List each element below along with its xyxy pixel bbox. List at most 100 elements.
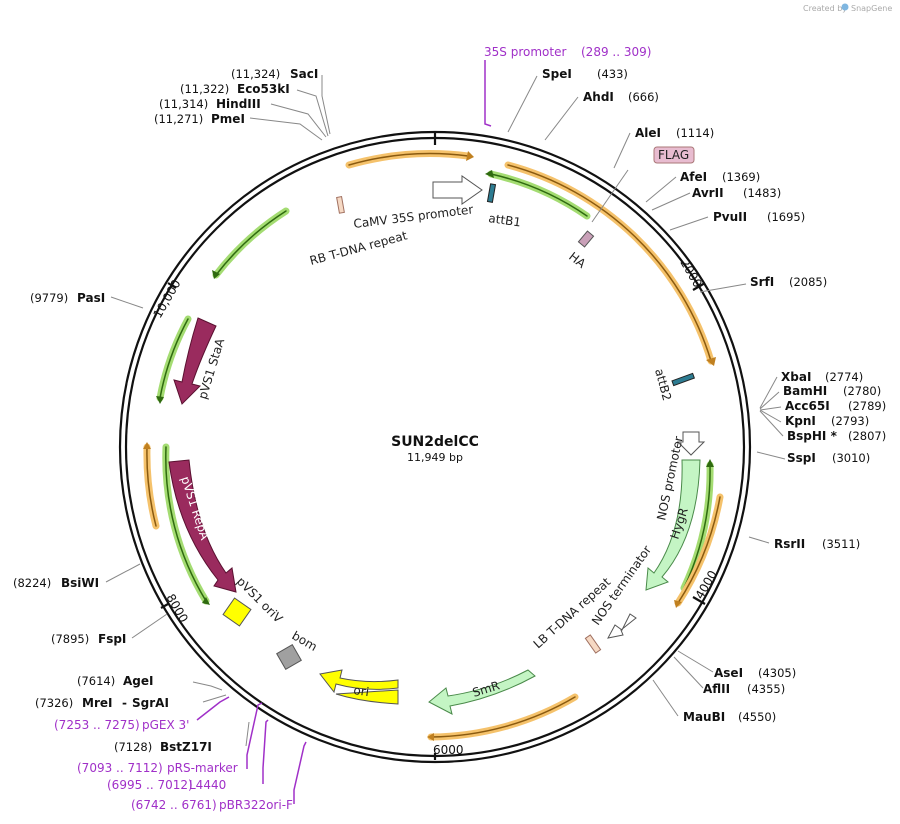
site-ahdi-pos: (666) — [628, 90, 659, 104]
primer-pbr322ori-name[interactable]: pBR322ori-F — [219, 798, 293, 812]
plasmid-size: 11,949 bp — [407, 451, 463, 464]
site-mrei-pos: (7326) — [35, 696, 73, 710]
site-xbai-name[interactable]: XbaI — [781, 370, 811, 384]
site-kpni-name[interactable]: KpnI — [785, 414, 816, 428]
site-pasi-pos: (9779) — [30, 291, 68, 305]
site-spei-pos: (433) — [597, 67, 628, 81]
site-agei-pos: (7614) — [77, 674, 115, 688]
credit-prefix: Created by — [803, 4, 847, 13]
tick-4000 — [692, 596, 706, 605]
ha-tag-marker[interactable] — [577, 230, 595, 248]
site-sgrai-name[interactable]: SgrAI — [132, 696, 169, 710]
site-afei-pos: (1369) — [722, 170, 760, 184]
site-bsiwi-pos: (8224) — [13, 576, 51, 590]
site-ahdi-name[interactable]: AhdI — [583, 90, 614, 104]
site-pvuii-name[interactable]: PvuII — [713, 210, 747, 224]
site-bstz17i-name[interactable]: BstZ17I — [160, 740, 212, 754]
site-avrii-name[interactable]: AvrII — [692, 186, 724, 200]
site-bamhi-pos: (2780) — [843, 384, 881, 398]
site-hindiii-name[interactable]: HindIII — [216, 97, 261, 111]
primer-l4440-name[interactable]: L4440 — [189, 778, 226, 792]
primer-pgex3-range: (7253 .. 7275) — [54, 718, 140, 732]
camv-35s-promoter-arrow[interactable] — [432, 175, 483, 205]
bom-marker[interactable] — [276, 644, 302, 670]
site-avrii-pos: (1483) — [743, 186, 781, 200]
site-alei-name[interactable]: AleI — [635, 126, 661, 140]
ha-label: HA — [566, 249, 589, 271]
primer-35s-range: (289 .. 309) — [581, 45, 651, 59]
primer-l4440-range: (6995 .. 7012) — [107, 778, 193, 792]
site-saci-pos: (11,324) — [231, 67, 280, 81]
site-asei-pos: (4305) — [758, 666, 796, 680]
flag-label: FLAG — [658, 148, 689, 162]
attb2-marker[interactable] — [671, 372, 696, 387]
lb-tdna-marker[interactable] — [584, 634, 602, 654]
camv-label: CaMV 35S promoter — [353, 202, 474, 231]
site-leader-lines — [105, 75, 786, 747]
ruler-ticks — [160, 132, 706, 760]
site-bsphi-pos: (2807) — [848, 429, 886, 443]
rb-label: RB T-DNA repeat — [308, 228, 409, 268]
hygr-arrow[interactable] — [645, 459, 701, 591]
site-labels: (11,324) SacI (11,322) Eco53kI (11,314) … — [13, 67, 886, 754]
site-hindiii-pos: (11,314) — [159, 97, 208, 111]
site-aflii-name[interactable]: AflII — [703, 682, 730, 696]
site-srfi-name[interactable]: SrfI — [750, 275, 774, 289]
snapgene-credit: Created by SnapGene — [803, 3, 892, 13]
site-rsrii-name[interactable]: RsrII — [774, 537, 805, 551]
site-pmei-name[interactable]: PmeI — [211, 112, 245, 126]
site-mrei-sgrai-dash: - — [122, 696, 127, 710]
site-maubi-pos: (4550) — [738, 710, 776, 724]
attb2-label: attB2 — [652, 367, 674, 402]
site-spei-name[interactable]: SpeI — [542, 67, 572, 81]
rb-tdna-marker[interactable] — [336, 196, 345, 214]
ori-label: ori — [353, 683, 370, 699]
site-maubi-name[interactable]: MauBI — [683, 710, 725, 724]
tick-2000 — [692, 282, 706, 291]
pvs1-repa-arrow[interactable] — [168, 459, 237, 593]
site-pasi-name[interactable]: PasI — [77, 291, 105, 305]
site-mrei-name[interactable]: MreI — [82, 696, 112, 710]
site-sspi-pos: (3010) — [832, 451, 870, 465]
site-acc65i-name[interactable]: Acc65I — [785, 399, 830, 413]
smr-arrow[interactable] — [428, 669, 536, 715]
nos-promoter-arrow[interactable] — [676, 431, 706, 456]
attb1-label: attB1 — [488, 211, 522, 229]
site-afei-name[interactable]: AfeI — [680, 170, 707, 184]
site-pvuii-pos: (1695) — [767, 210, 805, 224]
site-rsrii-pos: (3511) — [822, 537, 860, 551]
site-acc65i-pos: (2789) — [848, 399, 886, 413]
site-xbai-pos: (2774) — [825, 370, 863, 384]
site-bsphi-name[interactable]: BspHI * — [787, 429, 838, 443]
site-eco53ki-pos: (11,322) — [180, 82, 229, 96]
tick-label-8000: 8000 — [163, 592, 190, 625]
site-eco53ki-name[interactable]: Eco53kI — [237, 82, 290, 96]
nos-terminator-arrow[interactable] — [607, 613, 637, 639]
site-asei-name[interactable]: AseI — [714, 666, 743, 680]
tick-label-6000: 6000 — [433, 743, 464, 757]
primer-prs-marker-name[interactable]: pRS-marker — [167, 761, 238, 775]
site-alei-pos: (1114) — [676, 126, 714, 140]
primer-prs-marker-range: (7093 .. 7112) — [77, 761, 163, 775]
site-pmei-pos: (11,271) — [154, 112, 203, 126]
pvs1-staa-arrow[interactable] — [173, 317, 217, 405]
pvs1-oriv-marker[interactable] — [222, 597, 252, 627]
primer-labels: 35S promoter (289 .. 309) (7253 .. 7275)… — [54, 45, 651, 812]
attb1-marker[interactable] — [486, 183, 497, 203]
site-aflii-pos: (4355) — [747, 682, 785, 696]
feature-flag[interactable]: FLAG — [653, 146, 695, 164]
primer-35s-name[interactable]: 35S promoter — [484, 45, 566, 59]
primer-pgex3-name[interactable]: pGEX 3' — [142, 718, 189, 732]
site-srfi-pos: (2085) — [789, 275, 827, 289]
ori-arrow[interactable] — [319, 669, 399, 694]
site-sspi-name[interactable]: SspI — [787, 451, 816, 465]
tick-label-2000: 2000 — [677, 257, 704, 290]
site-fspi-name[interactable]: FspI — [98, 632, 126, 646]
tick-10000 — [167, 282, 177, 289]
site-bamhi-name[interactable]: BamHI — [783, 384, 827, 398]
site-bsiwi-name[interactable]: BsiWI — [61, 576, 99, 590]
site-saci-name[interactable]: SacI — [290, 67, 318, 81]
site-bstz17i-pos: (7128) — [114, 740, 152, 754]
site-agei-name[interactable]: AgeI — [123, 674, 153, 688]
